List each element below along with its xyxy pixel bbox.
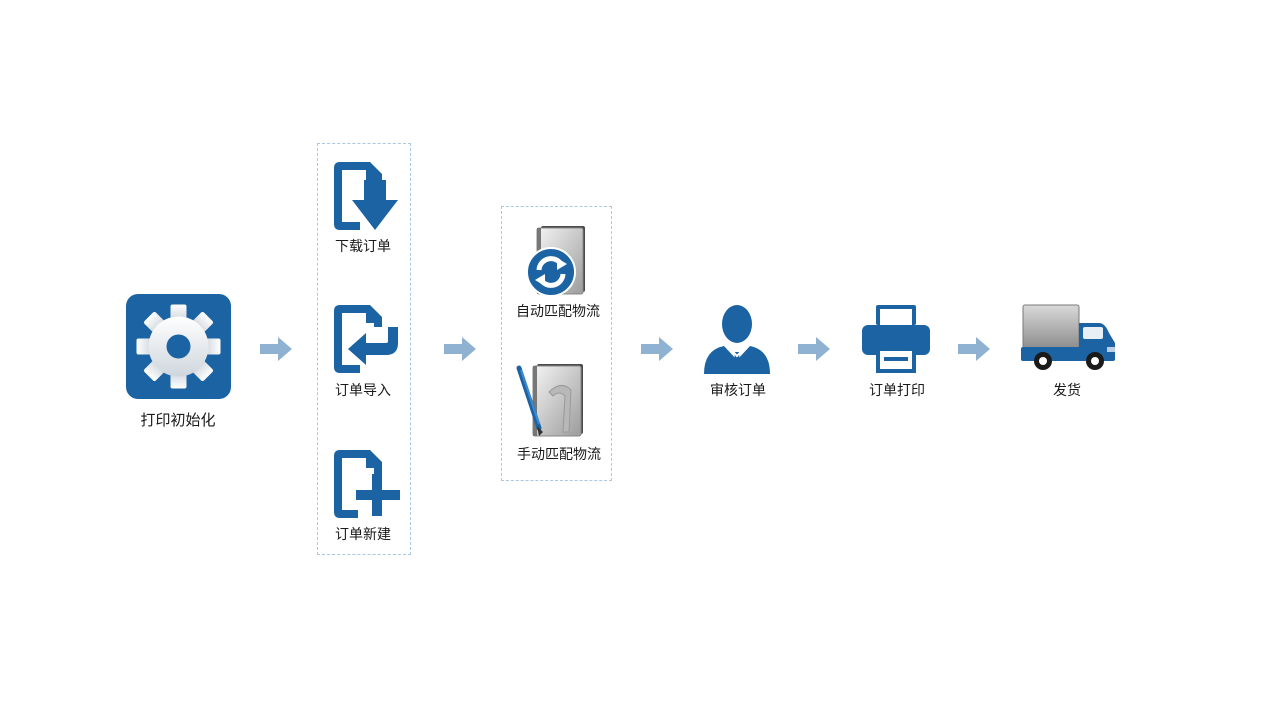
download-orders-label: 下载订单	[335, 239, 391, 255]
truck-icon	[1021, 303, 1117, 373]
order-source-group	[317, 143, 411, 555]
new-order-label: 订单新建	[335, 527, 391, 543]
printer-icon	[860, 303, 932, 375]
ship-label: 发货	[1053, 383, 1081, 399]
logistics-group	[501, 206, 612, 481]
gear-icon	[126, 294, 231, 399]
flow-arrow-icon	[444, 337, 476, 361]
book-pen-icon	[513, 362, 589, 440]
print-orders-label: 订单打印	[869, 383, 925, 399]
book-refresh-icon	[523, 224, 591, 298]
review-orders-label: 审核订单	[710, 383, 766, 399]
document-download-icon	[330, 160, 400, 232]
flow-arrow-icon	[958, 337, 990, 361]
import-orders-label: 订单导入	[335, 383, 391, 399]
person-icon	[702, 304, 772, 374]
document-add-icon	[330, 448, 402, 520]
flow-arrow-icon	[641, 337, 673, 361]
init-step	[126, 294, 231, 399]
init-step-label: 打印初始化	[140, 411, 216, 429]
auto-match-logistics-label: 自动匹配物流	[516, 304, 600, 320]
flow-arrow-icon	[798, 337, 830, 361]
flow-arrow-icon	[260, 337, 292, 361]
manual-match-logistics-label: 手动匹配物流	[517, 447, 601, 463]
document-import-icon	[330, 303, 402, 375]
